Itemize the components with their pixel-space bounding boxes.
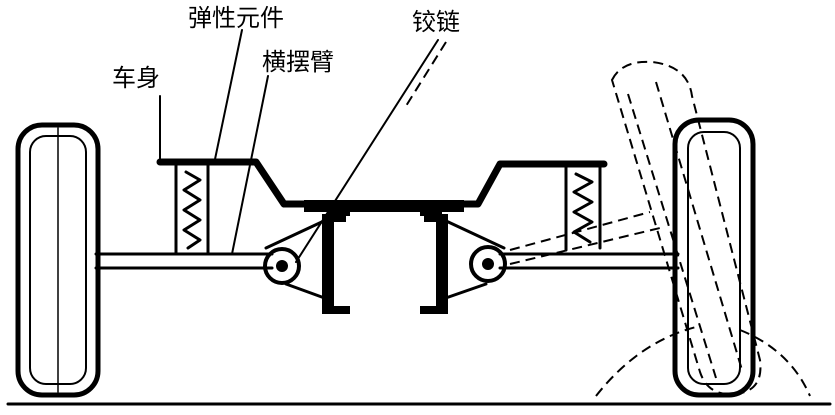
left-spring <box>174 162 210 256</box>
leader-elastic-element <box>213 29 243 165</box>
left-transverse-arm <box>94 252 274 270</box>
center-frame <box>322 206 448 314</box>
label-hinge: 铰链 <box>412 8 460 36</box>
leader-hinge-dashed <box>405 41 447 107</box>
label-transverse-arm: 横摆臂 <box>262 48 334 76</box>
right-transverse-arm <box>498 211 680 270</box>
left-hinge <box>263 218 332 312</box>
leader-transverse-arm <box>231 75 269 255</box>
right-hinge <box>438 218 507 312</box>
vehicle-body <box>156 158 608 208</box>
left-wheel <box>15 122 101 398</box>
right-wheel <box>672 117 756 398</box>
leader-hinge <box>295 39 439 263</box>
label-body: 车身 <box>112 64 160 92</box>
right-spring <box>564 164 602 252</box>
label-elastic-element: 弹性元件 <box>188 4 284 32</box>
right-wheel-tilted-dashed <box>595 60 811 397</box>
